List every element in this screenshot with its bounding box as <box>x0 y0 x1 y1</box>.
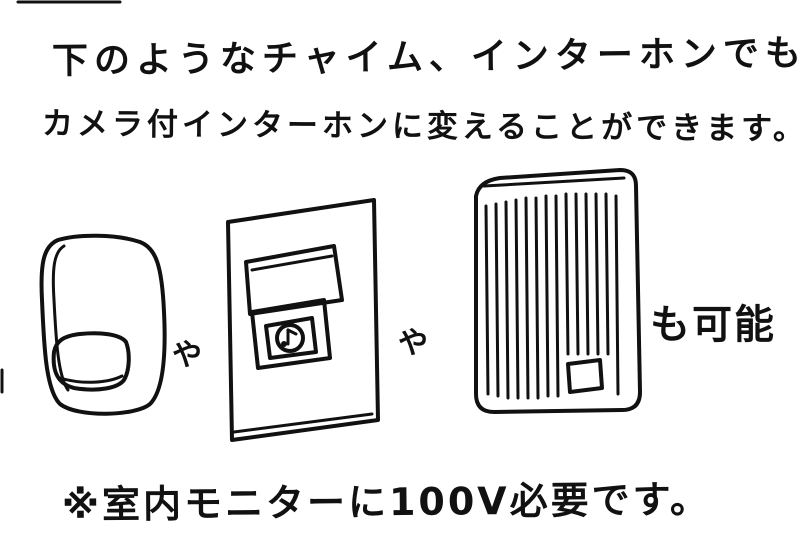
doorbell-chime-icon <box>39 233 167 416</box>
also-possible-label: も可能 <box>650 302 776 348</box>
power-requirement-note: ※室内モニターに100V必要です。 <box>61 477 712 527</box>
wall-chime-button-icon <box>226 198 380 442</box>
separator-ya-1: や <box>172 338 208 373</box>
intercom-speaker-icon <box>474 168 642 414</box>
separator-ya-2: や <box>398 326 434 361</box>
